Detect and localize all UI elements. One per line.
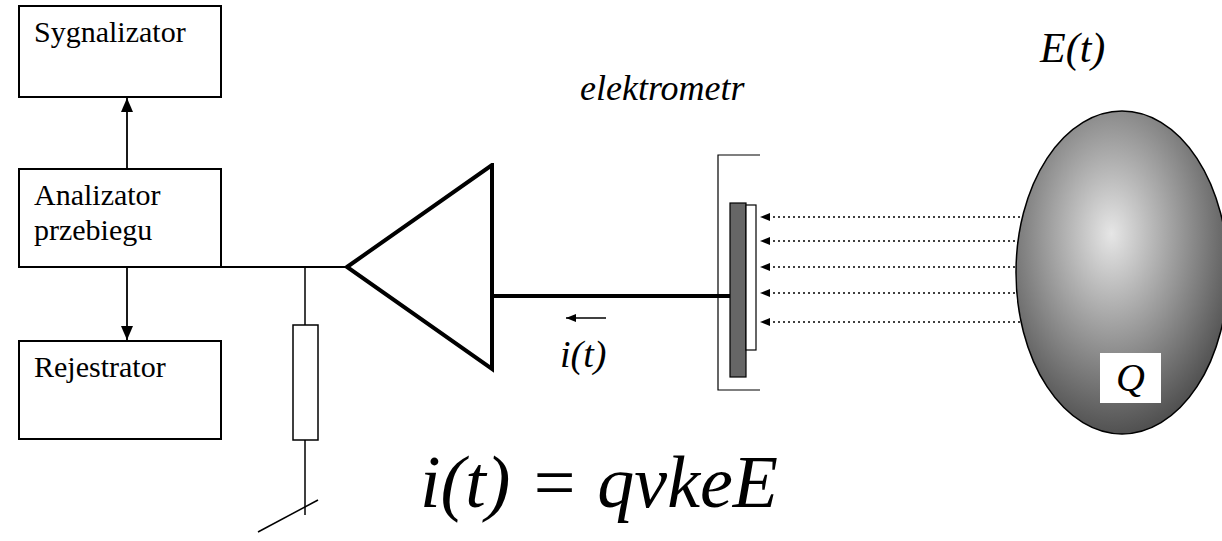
output-box: Sygnalizator [18, 5, 222, 98]
resistor-symbol [293, 325, 318, 440]
signal-name: i(t) [560, 332, 606, 376]
current-arrow [566, 317, 606, 319]
field-line [760, 266, 1060, 268]
field-label: E(t) [1040, 24, 1105, 72]
wire [304, 440, 306, 515]
process-box: Analizator przebiegu [18, 168, 222, 268]
device-label: elektrometr [580, 68, 745, 109]
box-label: Analizator przebiegu [34, 178, 206, 247]
connector [126, 268, 128, 340]
ground-symbol [258, 500, 318, 532]
connector [222, 266, 345, 268]
formula: i(t) = qvkeE [420, 440, 778, 525]
sensor-wire [492, 294, 731, 298]
connector [126, 98, 128, 168]
wire [304, 267, 306, 325]
field-lines [760, 217, 1060, 322]
amplifier-triangle: elektrometr [345, 60, 745, 371]
field-line [760, 292, 1060, 294]
output-box: Rejestrator [18, 340, 222, 440]
sensor-plate [730, 203, 746, 377]
charge-label: Q [1100, 353, 1161, 403]
box-label: Rejestrator [34, 350, 206, 385]
field-line [760, 216, 1060, 218]
charged-object: Q [1015, 110, 1222, 435]
field-line [760, 240, 1060, 242]
field-line [760, 321, 1060, 323]
sensor-electrode [746, 205, 756, 350]
amplifier-symbol [345, 163, 495, 373]
sensor-housing [718, 155, 760, 390]
box-label: Sygnalizator [34, 15, 206, 50]
